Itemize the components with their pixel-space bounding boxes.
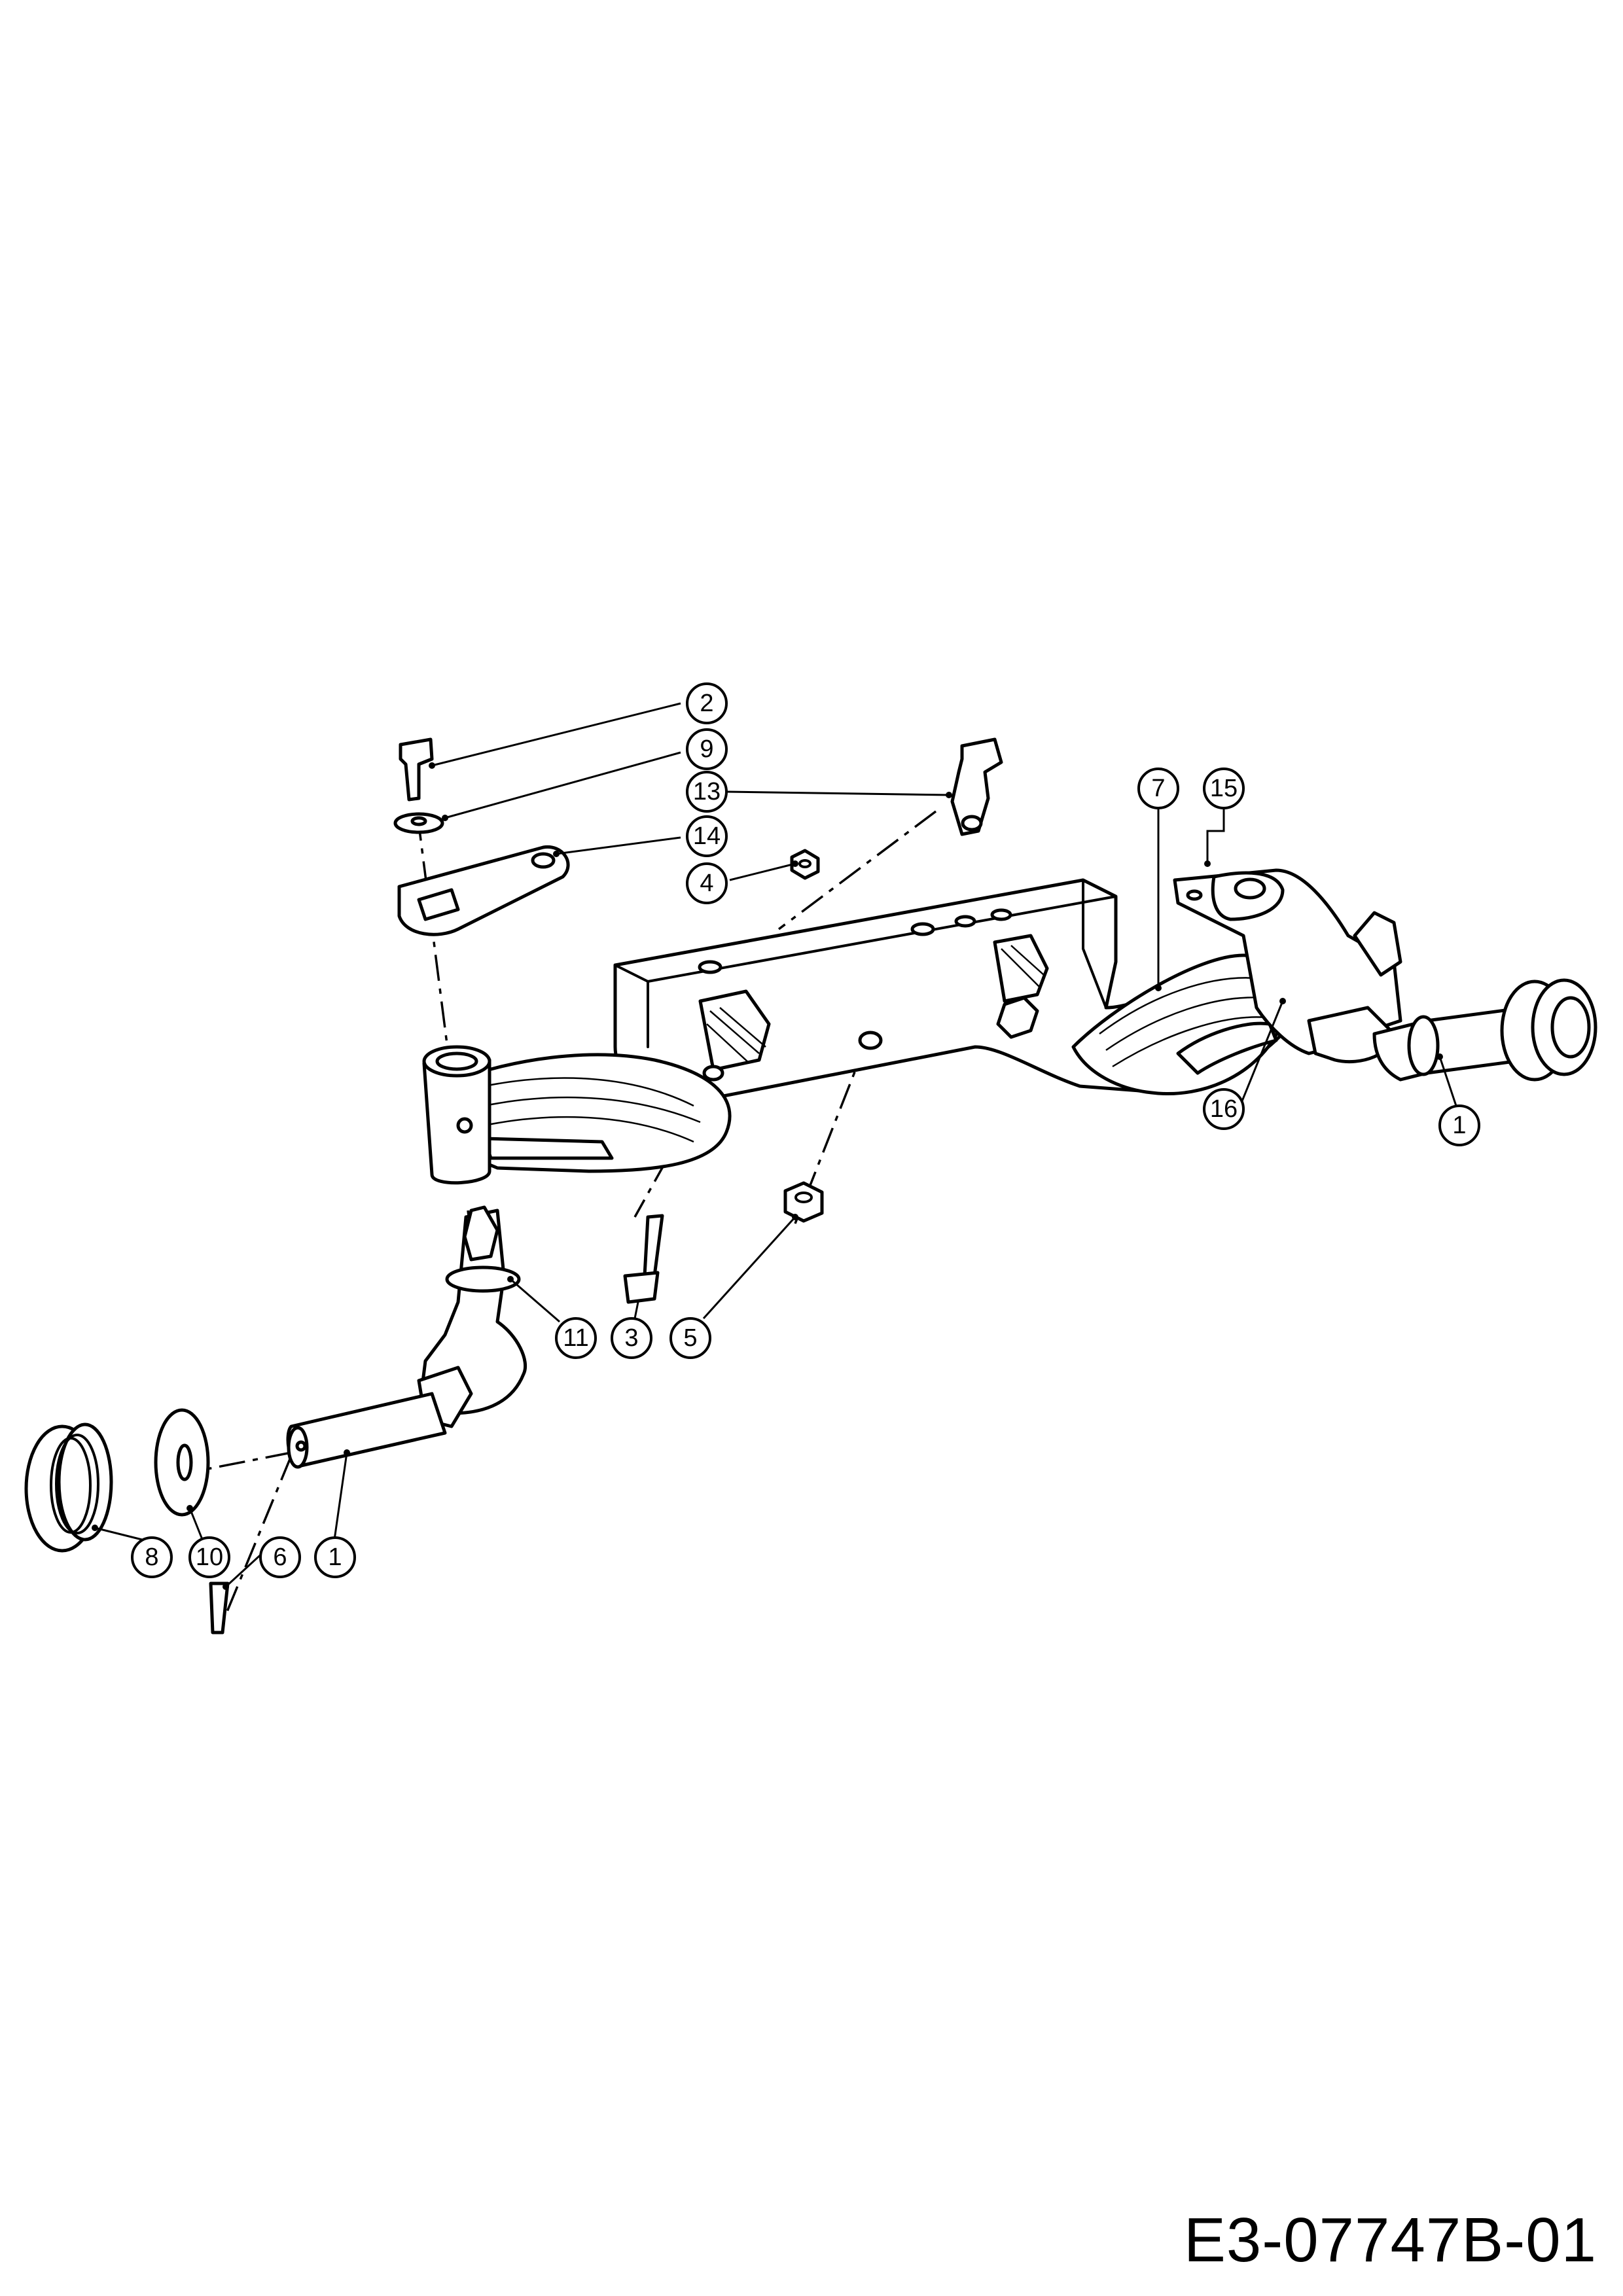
callout-label: 3 — [624, 1324, 638, 1352]
callout-4: 4 — [686, 862, 728, 904]
right-spindle — [1372, 978, 1597, 1082]
callout-10: 10 — [188, 1536, 230, 1578]
callout-label: 2 — [700, 690, 713, 717]
callout-label: 6 — [273, 1544, 287, 1571]
callout-6: 6 — [259, 1536, 301, 1578]
drawing-number: E3-07747B-01 — [1183, 2205, 1597, 2275]
callout-1-right: 1 — [1438, 1104, 1480, 1146]
callout-11: 11 — [555, 1317, 597, 1359]
callout-label: 1 — [328, 1544, 342, 1571]
callout-3: 3 — [611, 1317, 652, 1359]
callout-label: 10 — [196, 1544, 223, 1571]
callout-label: 1 — [1452, 1112, 1466, 1139]
nut-lower — [783, 1181, 824, 1223]
bolt-lower — [623, 1214, 664, 1304]
nut-top — [790, 849, 820, 880]
leader-lines — [92, 702, 1457, 1590]
callout-label: 9 — [700, 735, 713, 763]
bolt-and-washer — [393, 737, 444, 834]
callout-label: 14 — [693, 822, 721, 850]
callout-label: 4 — [700, 870, 713, 897]
left-spindle — [286, 1205, 527, 1469]
axle-left-arm — [422, 1045, 732, 1185]
callout-13: 13 — [686, 771, 728, 813]
axle-right-arm — [1071, 953, 1303, 1095]
callout-label: 11 — [563, 1324, 588, 1352]
callout-label: 5 — [683, 1324, 697, 1352]
spindle-bracket — [1173, 868, 1402, 1064]
callout-5: 5 — [669, 1317, 711, 1359]
callout-label: 16 — [1210, 1095, 1238, 1123]
callout-7: 7 — [1137, 768, 1179, 809]
wheel-cap-and-washer — [24, 1408, 210, 1553]
pin — [209, 1581, 230, 1634]
callout-14: 14 — [686, 815, 728, 857]
kingpin-bolt — [950, 737, 1003, 836]
callout-16: 16 — [1203, 1088, 1245, 1130]
callout-8: 8 — [131, 1536, 173, 1578]
callout-9: 9 — [686, 728, 728, 770]
callout-15: 15 — [1203, 768, 1245, 809]
callout-1-left: 1 — [314, 1536, 356, 1578]
callout-label: 13 — [693, 778, 721, 805]
callout-label: 15 — [1210, 775, 1238, 802]
steering-arm — [397, 845, 570, 936]
callout-label: 7 — [1151, 775, 1165, 802]
callout-label: 8 — [145, 1544, 158, 1571]
callout-2: 2 — [686, 682, 728, 724]
